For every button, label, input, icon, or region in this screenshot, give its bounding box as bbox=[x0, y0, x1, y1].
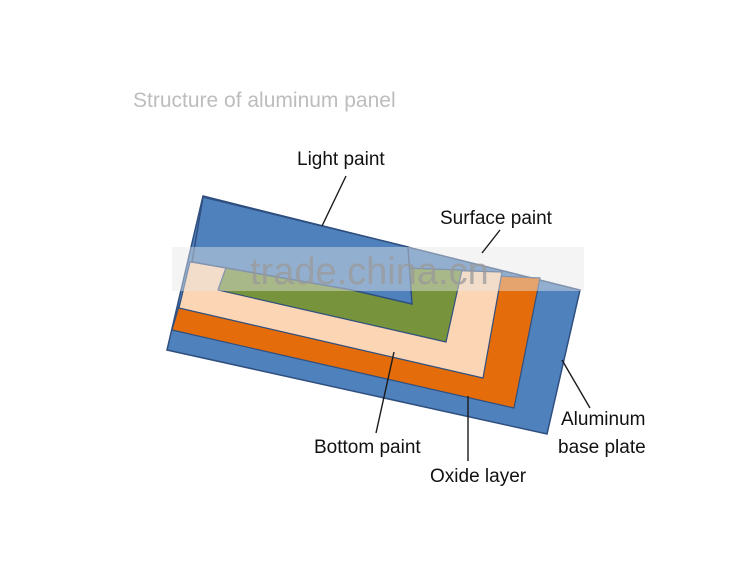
label-light-paint: Light paint bbox=[297, 149, 385, 170]
label-aluminum-line2: base plate bbox=[558, 437, 646, 458]
label-surface-paint: Surface paint bbox=[440, 208, 553, 229]
leader-surface-paint bbox=[481, 229, 501, 254]
watermark-band bbox=[172, 247, 584, 291]
layer-light-paint bbox=[191, 196, 413, 305]
label-bottom-paint: Bottom paint bbox=[314, 437, 421, 458]
label-oxide-layer: Oxide layer bbox=[430, 466, 527, 487]
leader-light-paint bbox=[321, 175, 347, 227]
watermark-text: trade.china.cn bbox=[250, 251, 489, 293]
diagram-title: Structure of aluminum panel bbox=[133, 89, 396, 112]
leader-aluminum-base-plate bbox=[561, 359, 591, 409]
leader-bottom-paint bbox=[375, 351, 395, 434]
label-aluminum-line1: Aluminum bbox=[561, 409, 645, 430]
